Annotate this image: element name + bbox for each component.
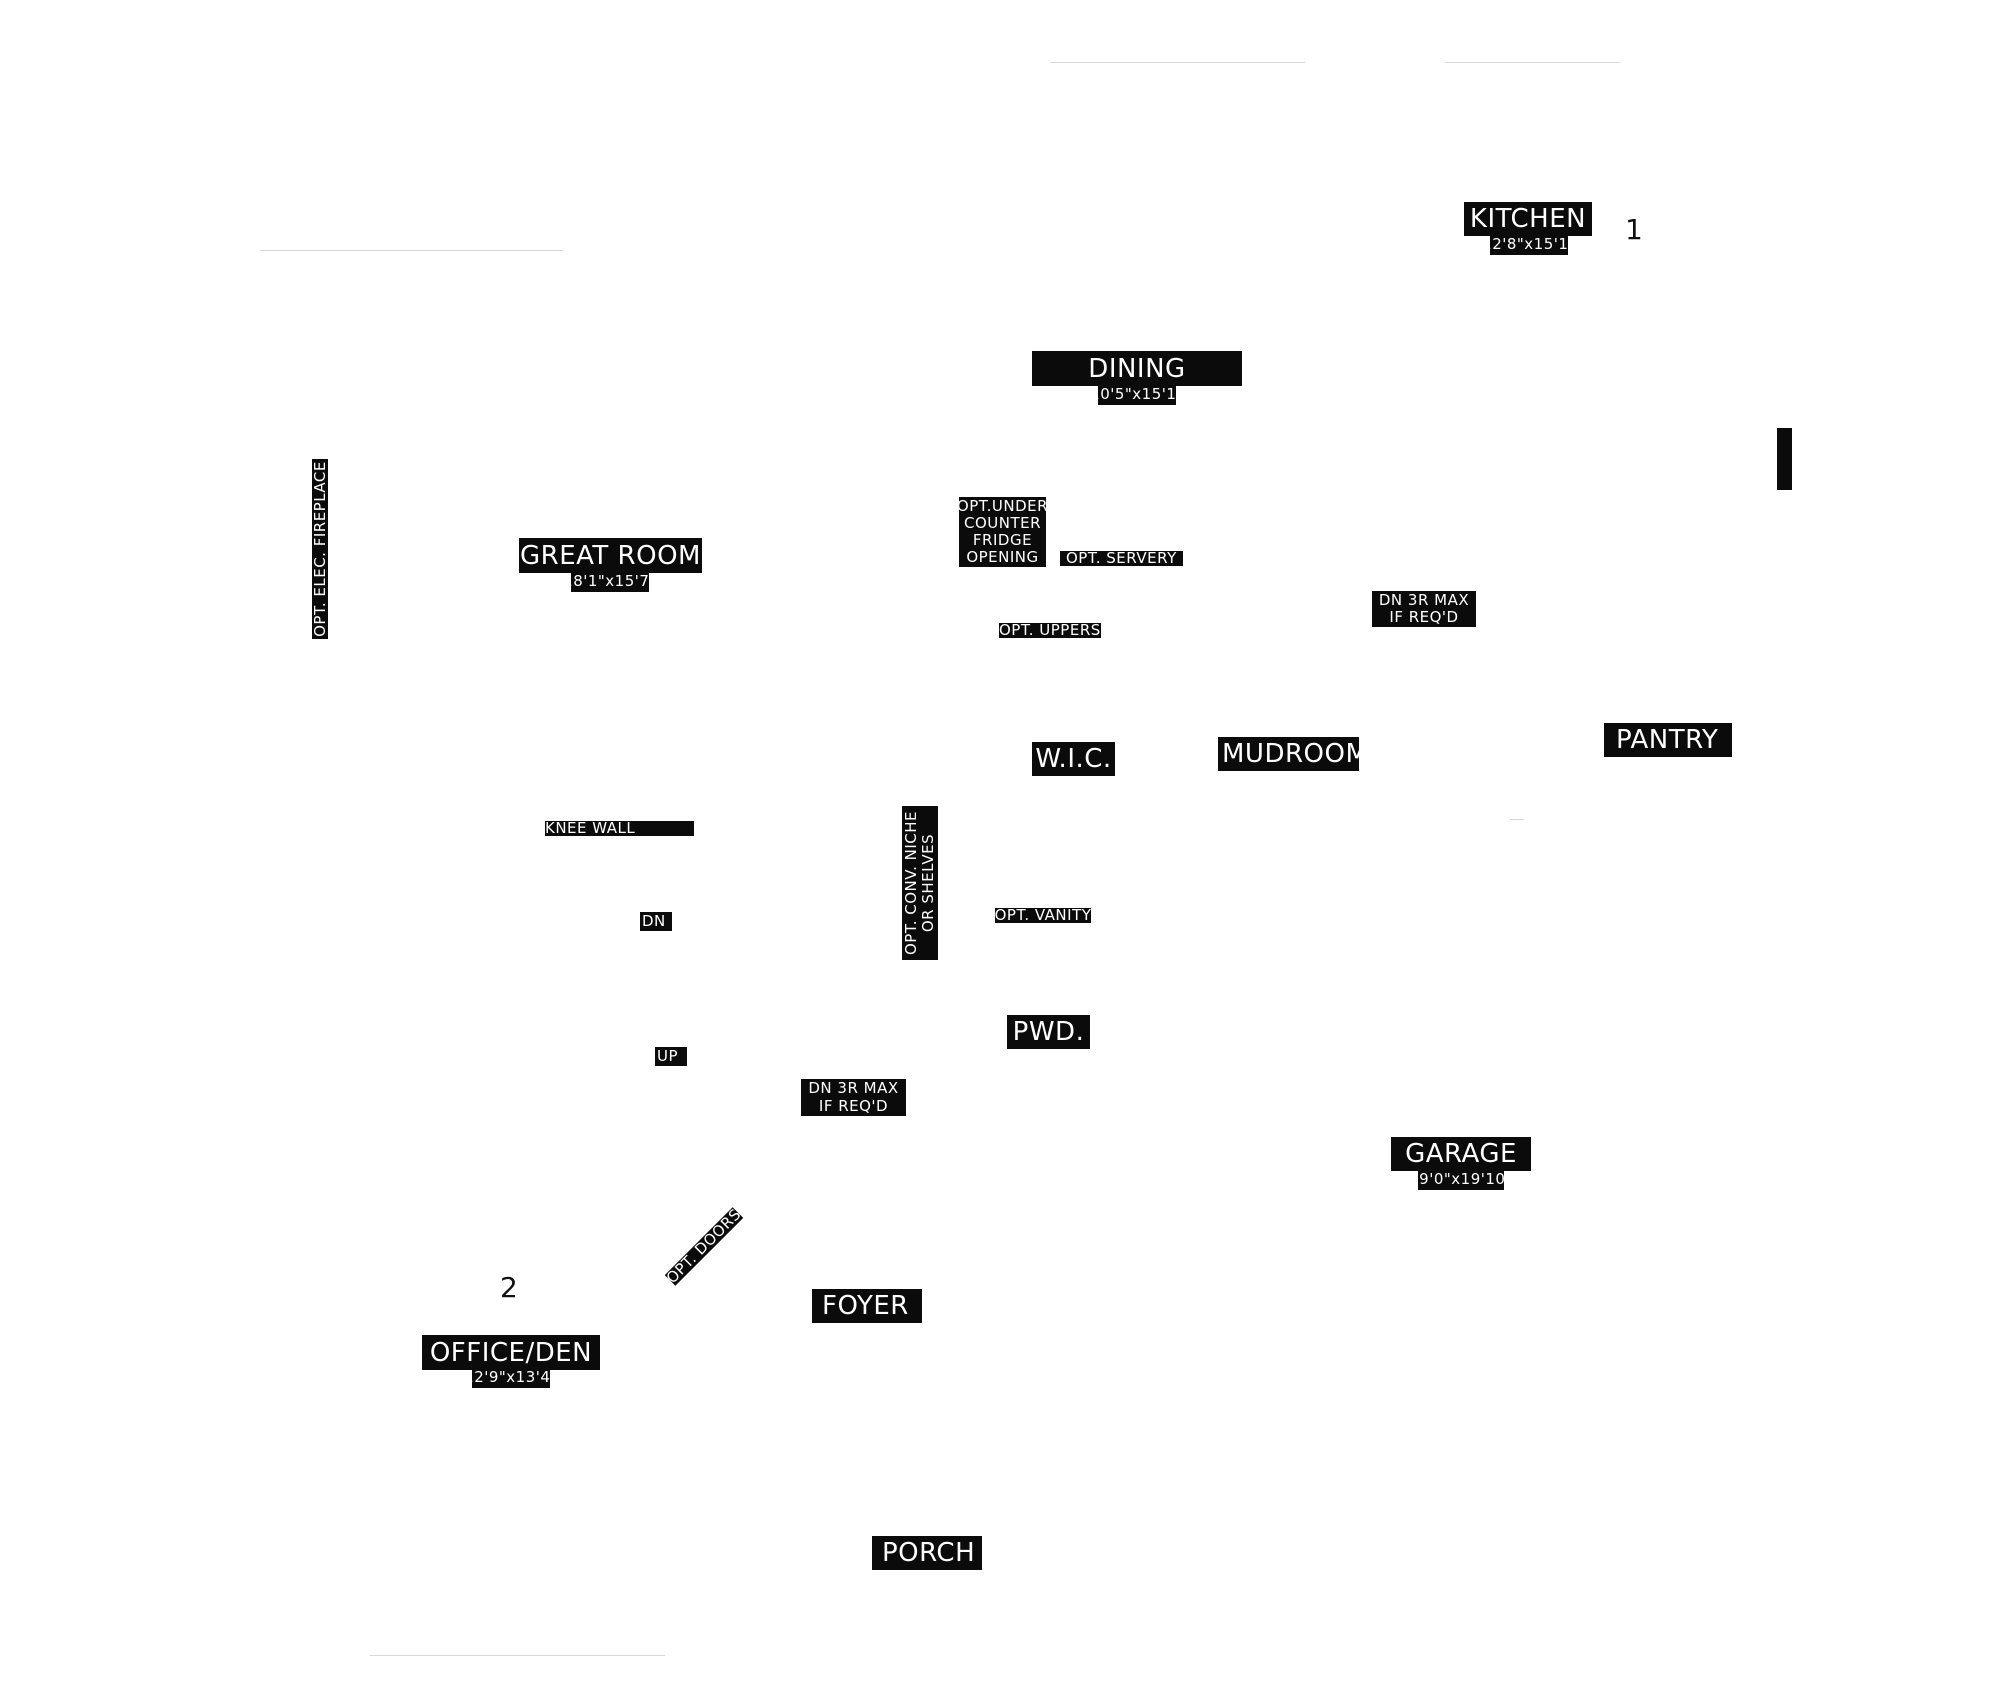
room-label-great-room: GREAT ROOM — [519, 538, 702, 573]
note-line: IF REQ'D — [1389, 608, 1459, 626]
note-line: OPT. CONV. NICHE — [901, 811, 920, 956]
note-stair-up: UP — [655, 1047, 687, 1066]
note-line: OR SHELVES — [919, 833, 937, 933]
room-label-porch: PORCH — [872, 1536, 982, 1570]
wall-segment — [1510, 819, 1524, 820]
room-label-mudroom: MUDROOM — [1218, 737, 1368, 771]
note-line: OPT.UNDER — [956, 496, 1049, 515]
note-line: IF REQ'D — [818, 1096, 889, 1115]
room-label-wic: W.I.C. — [1032, 742, 1115, 776]
note-opt-servery: OPT. SERVERY — [1060, 551, 1183, 566]
note-line: COUNTER — [963, 513, 1042, 532]
room-dimensions-kitchen: 12'8"x15'1" — [1482, 234, 1576, 255]
room-dimensions-great-room: 18'1"x15'7" — [563, 571, 657, 592]
room-dimensions-office-den: 12'9"x13'4" — [464, 1367, 558, 1388]
note-opt-uppers: OPT. UPPERS — [999, 621, 1101, 639]
wall-segment — [1050, 62, 1305, 63]
room-label-pwd: PWD. — [1007, 1015, 1090, 1049]
marker-1: 1 — [1625, 213, 1643, 246]
room-label-office-den: OFFICE/DEN — [422, 1335, 600, 1370]
note-stair-dn: DN — [640, 912, 672, 931]
note-dn-3r-max-kitchen: DN 3R MAX IF REQ'D — [1372, 591, 1476, 627]
room-dimensions-dining: 10'5"x15'1" — [1090, 383, 1183, 405]
room-label-dining: DINING — [1032, 351, 1242, 386]
note-opt-under-counter-fridge: OPT.UNDER COUNTER FRIDGE OPENING — [956, 496, 1049, 567]
wall-segment — [260, 250, 563, 251]
room-label-foyer: FOYER — [812, 1289, 922, 1323]
room-label-pantry: PANTRY — [1604, 723, 1732, 757]
note-line: DN 3R MAX — [1378, 590, 1470, 609]
note-line: FRIDGE — [972, 531, 1033, 549]
wall-segment — [370, 1655, 665, 1656]
note-opt-vanity: OPT. VANITY — [994, 906, 1092, 924]
note-line: DN 3R MAX — [808, 1079, 899, 1098]
note-opt-doors: OPT. DOORS — [662, 1205, 745, 1288]
cut-off-tag — [1777, 428, 1792, 490]
note-opt-conv-niche: OPT. CONV. NICHE OR SHELVES — [902, 806, 938, 960]
note-knee-wall: KNEE WALL — [545, 821, 694, 836]
room-label-kitchen: KITCHEN — [1464, 202, 1592, 236]
marker-2: 2 — [500, 1271, 518, 1304]
note-opt-elec-fireplace: OPT. ELEC. FIREPLACE — [311, 459, 329, 639]
room-dimensions-garage: 19'0"x19'10" — [1409, 1168, 1512, 1190]
wall-segment — [1445, 62, 1620, 63]
note-dn-3r-max-foyer: DN 3R MAX IF REQ'D — [801, 1079, 906, 1116]
room-label-garage: GARAGE — [1391, 1137, 1531, 1171]
note-line: OPENING — [966, 548, 1039, 567]
